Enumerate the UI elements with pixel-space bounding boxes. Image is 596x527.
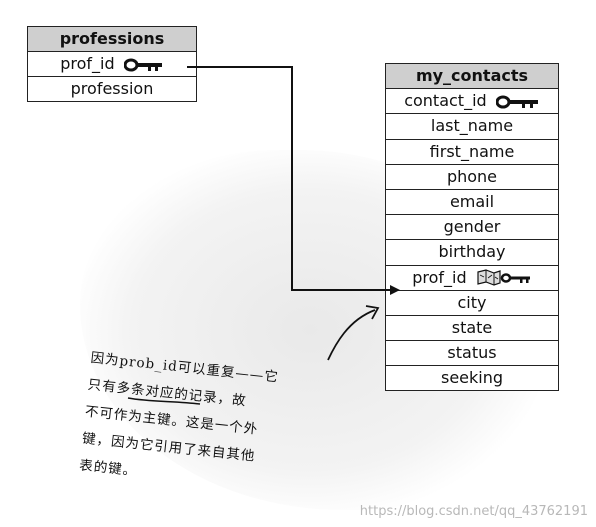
my-contacts-prof-id-label: prof_id <box>412 267 467 287</box>
my-contacts-row-seeking: seeking <box>386 365 558 390</box>
foreign-key-arrowhead <box>390 285 400 295</box>
map-key-icon <box>477 269 530 286</box>
my-contacts-contact-id-label: contact_id <box>404 91 487 111</box>
annotation-pointer-line <box>327 309 376 361</box>
my-contacts-row-phone: phone <box>386 163 558 189</box>
my-contacts-row-gender: gender <box>386 214 558 239</box>
professions-prof-id-label: prof_id <box>60 54 115 73</box>
key-icon <box>123 58 162 71</box>
key-icon <box>495 95 538 109</box>
my-contacts-row-email: email <box>386 188 558 214</box>
my-contacts-row-status: status <box>386 340 558 365</box>
handwritten-annotation: 因为prob_id可以重复——它 只有多条对应的记录，故 不可作为主键。这是一个… <box>78 345 356 507</box>
my-contacts-row-birthday: birthday <box>386 239 558 264</box>
my-contacts-row-contact-id: contact_id <box>386 88 558 113</box>
my-contacts-row-city: city <box>386 289 558 315</box>
my-contacts-row-prof-id: prof_id <box>386 264 558 290</box>
professions-table-title: professions <box>28 27 196 51</box>
source-watermark: https://blog.csdn.net/qq_43762191 <box>359 504 588 519</box>
professions-row-prof-id: prof_id <box>28 51 196 76</box>
annotation-pointer-arrowhead <box>365 305 380 320</box>
my-contacts-row-last-name: last_name <box>386 113 558 138</box>
foreign-key-connector-line <box>187 66 392 291</box>
my-contacts-table-title: my_contacts <box>386 64 558 89</box>
my-contacts-table: my_contacts contact_id last_name first_n… <box>385 63 559 392</box>
professions-row-profession: profession <box>28 76 196 101</box>
my-contacts-row-first-name: first_name <box>386 138 558 164</box>
my-contacts-row-state: state <box>386 314 558 340</box>
professions-table: professions prof_id profession <box>27 26 197 102</box>
annotation-underline <box>127 397 201 405</box>
